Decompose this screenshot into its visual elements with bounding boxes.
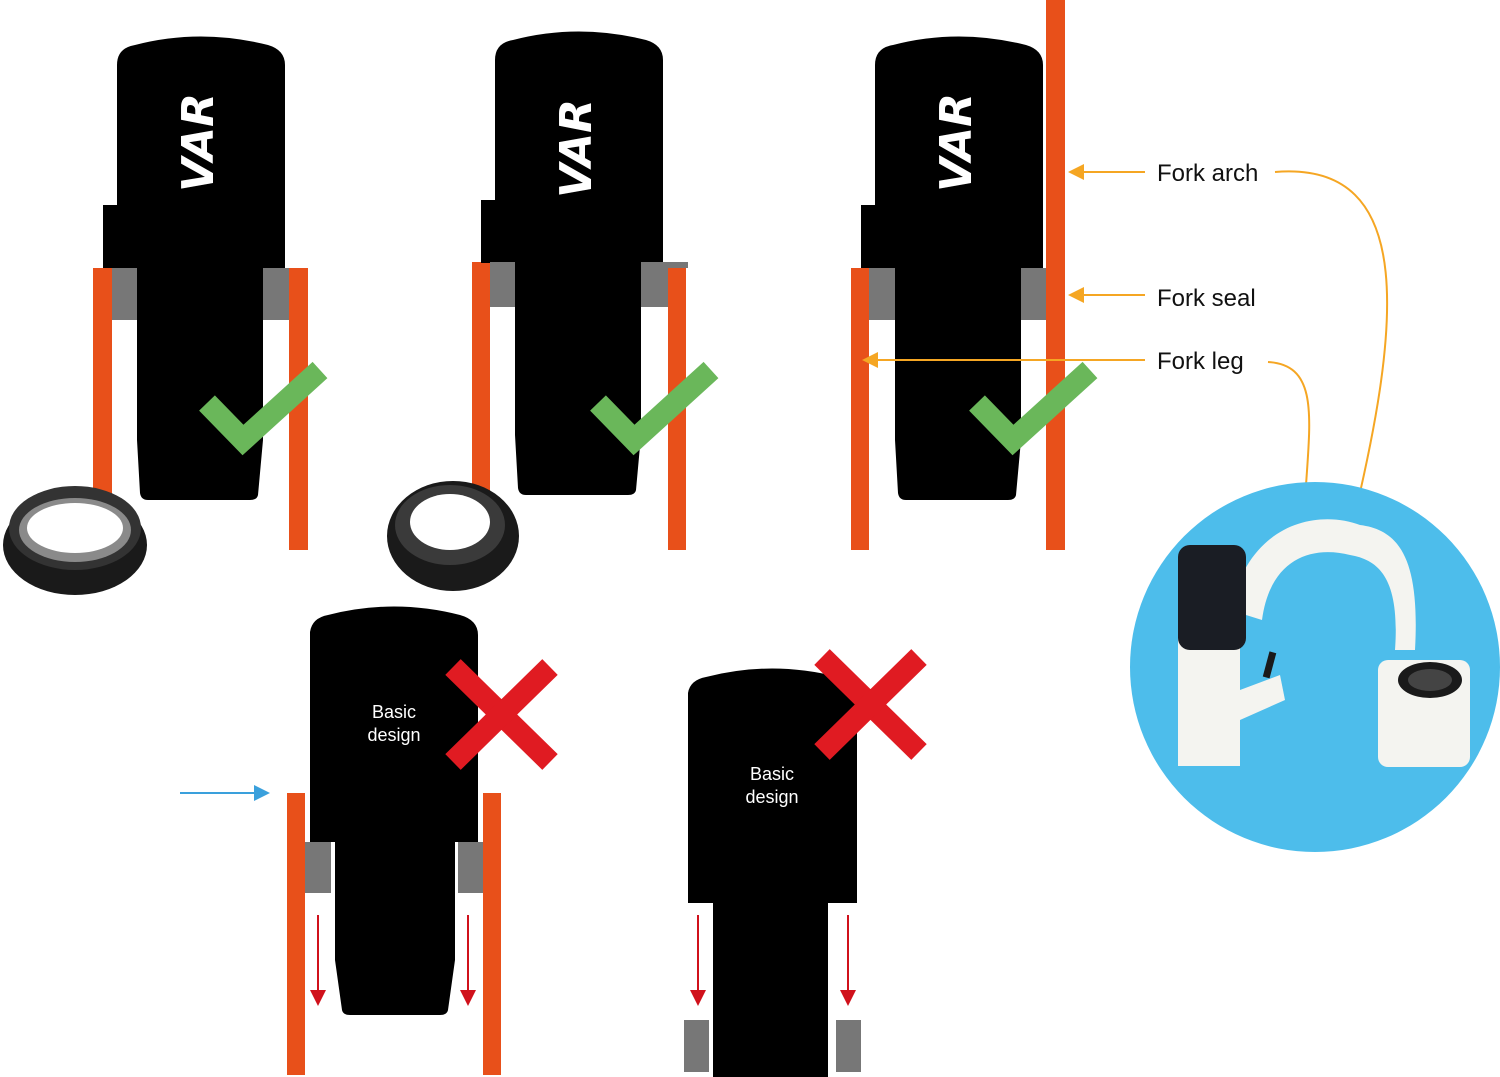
fork-leg-right bbox=[289, 268, 308, 550]
tool-var-3: VAR bbox=[851, 0, 1098, 550]
var-logo: VAR bbox=[931, 93, 982, 192]
fork-arch-leg bbox=[1046, 0, 1065, 550]
cross-icon bbox=[445, 659, 558, 770]
checkmark-icon bbox=[199, 361, 328, 456]
fork-seal bbox=[458, 842, 483, 893]
fork-leg-right bbox=[483, 793, 501, 1075]
fork-seal bbox=[263, 268, 289, 320]
label-fork-leg: Fork leg bbox=[1157, 348, 1244, 375]
tool-label: Basic bbox=[372, 702, 416, 722]
cross-icon bbox=[814, 649, 927, 760]
var-logo: VAR bbox=[173, 93, 224, 192]
fork-photo bbox=[1130, 482, 1500, 852]
checkmark-icon bbox=[969, 361, 1098, 456]
fork-seal bbox=[641, 262, 668, 307]
seal-photo bbox=[3, 486, 147, 595]
tool-basic-2: Basic design bbox=[684, 649, 927, 1077]
fork-seal bbox=[684, 1020, 709, 1072]
fork-leg-left bbox=[93, 268, 112, 550]
fork-leg-left bbox=[851, 268, 869, 550]
fork-seal bbox=[305, 842, 331, 893]
seal-photo bbox=[387, 481, 519, 591]
tool-var-2: VAR bbox=[387, 31, 719, 591]
seal-lip bbox=[641, 262, 688, 268]
checkmark-icon bbox=[590, 361, 719, 456]
var-logo: VAR bbox=[551, 99, 602, 198]
fork-seal bbox=[1021, 268, 1046, 320]
tool-label: design bbox=[367, 725, 420, 745]
tool-basic-1: Basic design bbox=[180, 606, 558, 1075]
tool-label: design bbox=[745, 787, 798, 807]
tool-label: Basic bbox=[750, 764, 794, 784]
label-fork-seal: Fork seal bbox=[1157, 285, 1256, 312]
fork-seal bbox=[836, 1020, 861, 1072]
fork-seal bbox=[112, 268, 137, 320]
fork-leg-left bbox=[287, 793, 305, 1075]
fork-seal bbox=[490, 262, 515, 307]
fork-seal bbox=[869, 268, 895, 320]
label-fork-arch: Fork arch bbox=[1157, 160, 1258, 187]
tool-var-1: VAR bbox=[3, 36, 328, 595]
fork-leg-left bbox=[472, 262, 490, 520]
